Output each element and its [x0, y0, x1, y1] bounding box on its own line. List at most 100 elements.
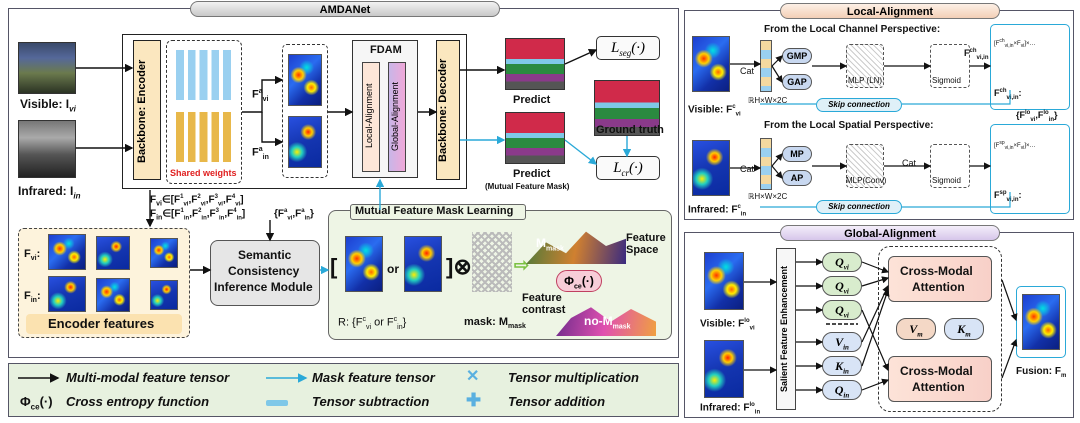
no-m-mask-label: no-Mmask — [584, 314, 631, 331]
predict-image-1 — [505, 38, 565, 90]
mask-label: mask: Mmask — [464, 316, 526, 331]
local-arrows — [730, 55, 1011, 208]
local-infrared-label: Infrared: Fcin — [688, 204, 747, 218]
gmp-node: GMP — [782, 48, 812, 64]
fusion-map — [1022, 294, 1060, 350]
enc-feature-vi-1 — [48, 234, 86, 270]
encoder-features-label-bg — [26, 314, 182, 334]
cma1-line2: Attention — [912, 280, 965, 294]
feature-maps-box — [282, 44, 328, 178]
scim-line3: Inference Module — [214, 280, 313, 294]
local-infrared-map — [692, 140, 730, 196]
infrared-image — [18, 120, 76, 178]
vi-feature-map — [288, 54, 322, 106]
mfml-or: or — [387, 262, 399, 276]
merge-label: {Flovi,Floin} — [1016, 110, 1058, 123]
cma1-line1: Cross-Modal — [900, 264, 973, 278]
global-title: Global-Alignment — [780, 225, 1000, 241]
visible-label: Visible: Ivi — [20, 97, 76, 114]
scim-line2: Consistency — [228, 264, 300, 278]
fusion-label: Fusion: Fm — [1016, 366, 1067, 379]
fvi-set-label: Fvi∈[F1vi,F2vi,F3vi,F4vi] — [150, 194, 244, 208]
mfml-vi-map — [345, 236, 383, 292]
local-visible-label: Visible: Fcvi — [688, 104, 741, 118]
mfml-bracket-open: [ — [330, 254, 338, 279]
ch-equation: [Fchvi,in×Fvi]×… — [994, 38, 1036, 50]
legend-multimodal: Multi-modal feature tensor — [66, 370, 230, 385]
salient-enhancement-bar — [776, 248, 796, 410]
mlp-conv-label: MLP(Conv) — [846, 176, 887, 185]
mfml-title-bg — [350, 204, 526, 220]
fdam-title: FDAM — [370, 44, 402, 56]
cma-box-2 — [888, 356, 992, 402]
ground-truth-label: Ground truth — [596, 124, 664, 136]
sp-equation: [Fspvi,in×Fvi]×… — [994, 140, 1036, 152]
cat-stack-2 — [760, 138, 772, 190]
m-mask-label: Mmask — [536, 236, 564, 253]
mlp-ln-label: MLP (LN) — [848, 76, 883, 85]
local-visible-map — [692, 36, 730, 92]
mfml-bracket-close: ]⊗ — [446, 254, 472, 279]
fin-set-label: Fin∈[F1in,F2in,F3in,F4in] — [150, 208, 246, 222]
cma2-line1: Cross-Modal — [900, 364, 973, 378]
legend-cross-entropy: Cross entropy function — [66, 394, 210, 409]
encoder-features-label: Encoder features — [48, 316, 155, 331]
global-arrows — [744, 258, 1018, 394]
k-in-node: Kin — [822, 356, 862, 376]
cma-box-1 — [888, 256, 992, 302]
channel-title: From the Local Channel Perspective: — [764, 24, 941, 35]
predict-sub-2: (Mutual Feature Mask) — [485, 182, 570, 191]
enc-feature-vi-2 — [96, 236, 130, 270]
add-icon: ✚ — [466, 390, 482, 410]
mlp-ln-box — [846, 44, 884, 88]
spatial-title: From the Local Spatial Perspective: — [764, 120, 934, 131]
local-title: Local-Alignment — [780, 3, 1000, 19]
loss-seg-box: Lseg(·) — [596, 36, 660, 60]
dim-label-2: ℝH×W×2C — [748, 192, 788, 201]
fusion-output-box — [1016, 286, 1066, 358]
global-visible-label: Visible: Flovi — [700, 318, 755, 332]
phi-ce-node: Φce(·) — [556, 270, 602, 292]
mfml-title: Mutual Feature Mask Learning — [355, 205, 514, 217]
q-vi-node-2: Qvi — [822, 276, 862, 296]
fa-vi-label: Favi — [252, 88, 269, 103]
global-infrared-label: Infrared: Floin — [700, 402, 761, 416]
encoder-layers-blue — [176, 50, 232, 100]
encoder-outer-box — [122, 34, 467, 189]
mask-grid — [472, 232, 512, 292]
encoder-layers-gold — [176, 112, 232, 162]
f-sp-label: Fspvi,in: — [994, 190, 1022, 203]
legend-tensor-sub: Tensor subtraction — [312, 394, 430, 409]
amdanet-title: AMDANet — [190, 1, 500, 17]
attention-dashed-box — [878, 246, 1002, 412]
enc-feature-in-3 — [150, 280, 178, 310]
f-ch-label: Fchvi,in: — [994, 88, 1022, 101]
cat-label-1: Cat — [740, 66, 755, 76]
shared-weights-box — [166, 40, 242, 184]
k-m-node: Km — [944, 318, 984, 340]
predict-image-2 — [505, 112, 565, 164]
encoder-block — [133, 40, 161, 180]
skip-connection-2: Skip connection — [816, 200, 902, 214]
mfml-arrow: ⇨ — [514, 255, 530, 275]
infrared-label: Infrared: Iin — [18, 184, 81, 201]
predict-label-2: Predict — [513, 168, 551, 180]
sub-icon — [266, 400, 288, 406]
v-in-node: Vin — [822, 332, 862, 352]
legend-tensor-add: Tensor addition — [508, 394, 606, 409]
mfml-in-map — [404, 236, 442, 292]
visible-image — [18, 42, 76, 94]
legend-panel — [8, 363, 679, 417]
loss-cr-box: Lcr(·) — [596, 156, 660, 180]
cat-label-2: Cat — [740, 164, 755, 174]
mfml-r-set: R: {Fcvi or Fcin} — [338, 316, 407, 331]
dim-label-1: ℝH×W×2C — [748, 96, 788, 105]
fvi-tag: Fvi: — [24, 248, 41, 263]
ground-truth-image — [594, 80, 660, 136]
local-alignment-bar — [362, 62, 380, 172]
global-visible-map — [704, 252, 744, 310]
amdanet-arrows — [76, 49, 632, 275]
q-in-node: Qin — [822, 380, 862, 400]
